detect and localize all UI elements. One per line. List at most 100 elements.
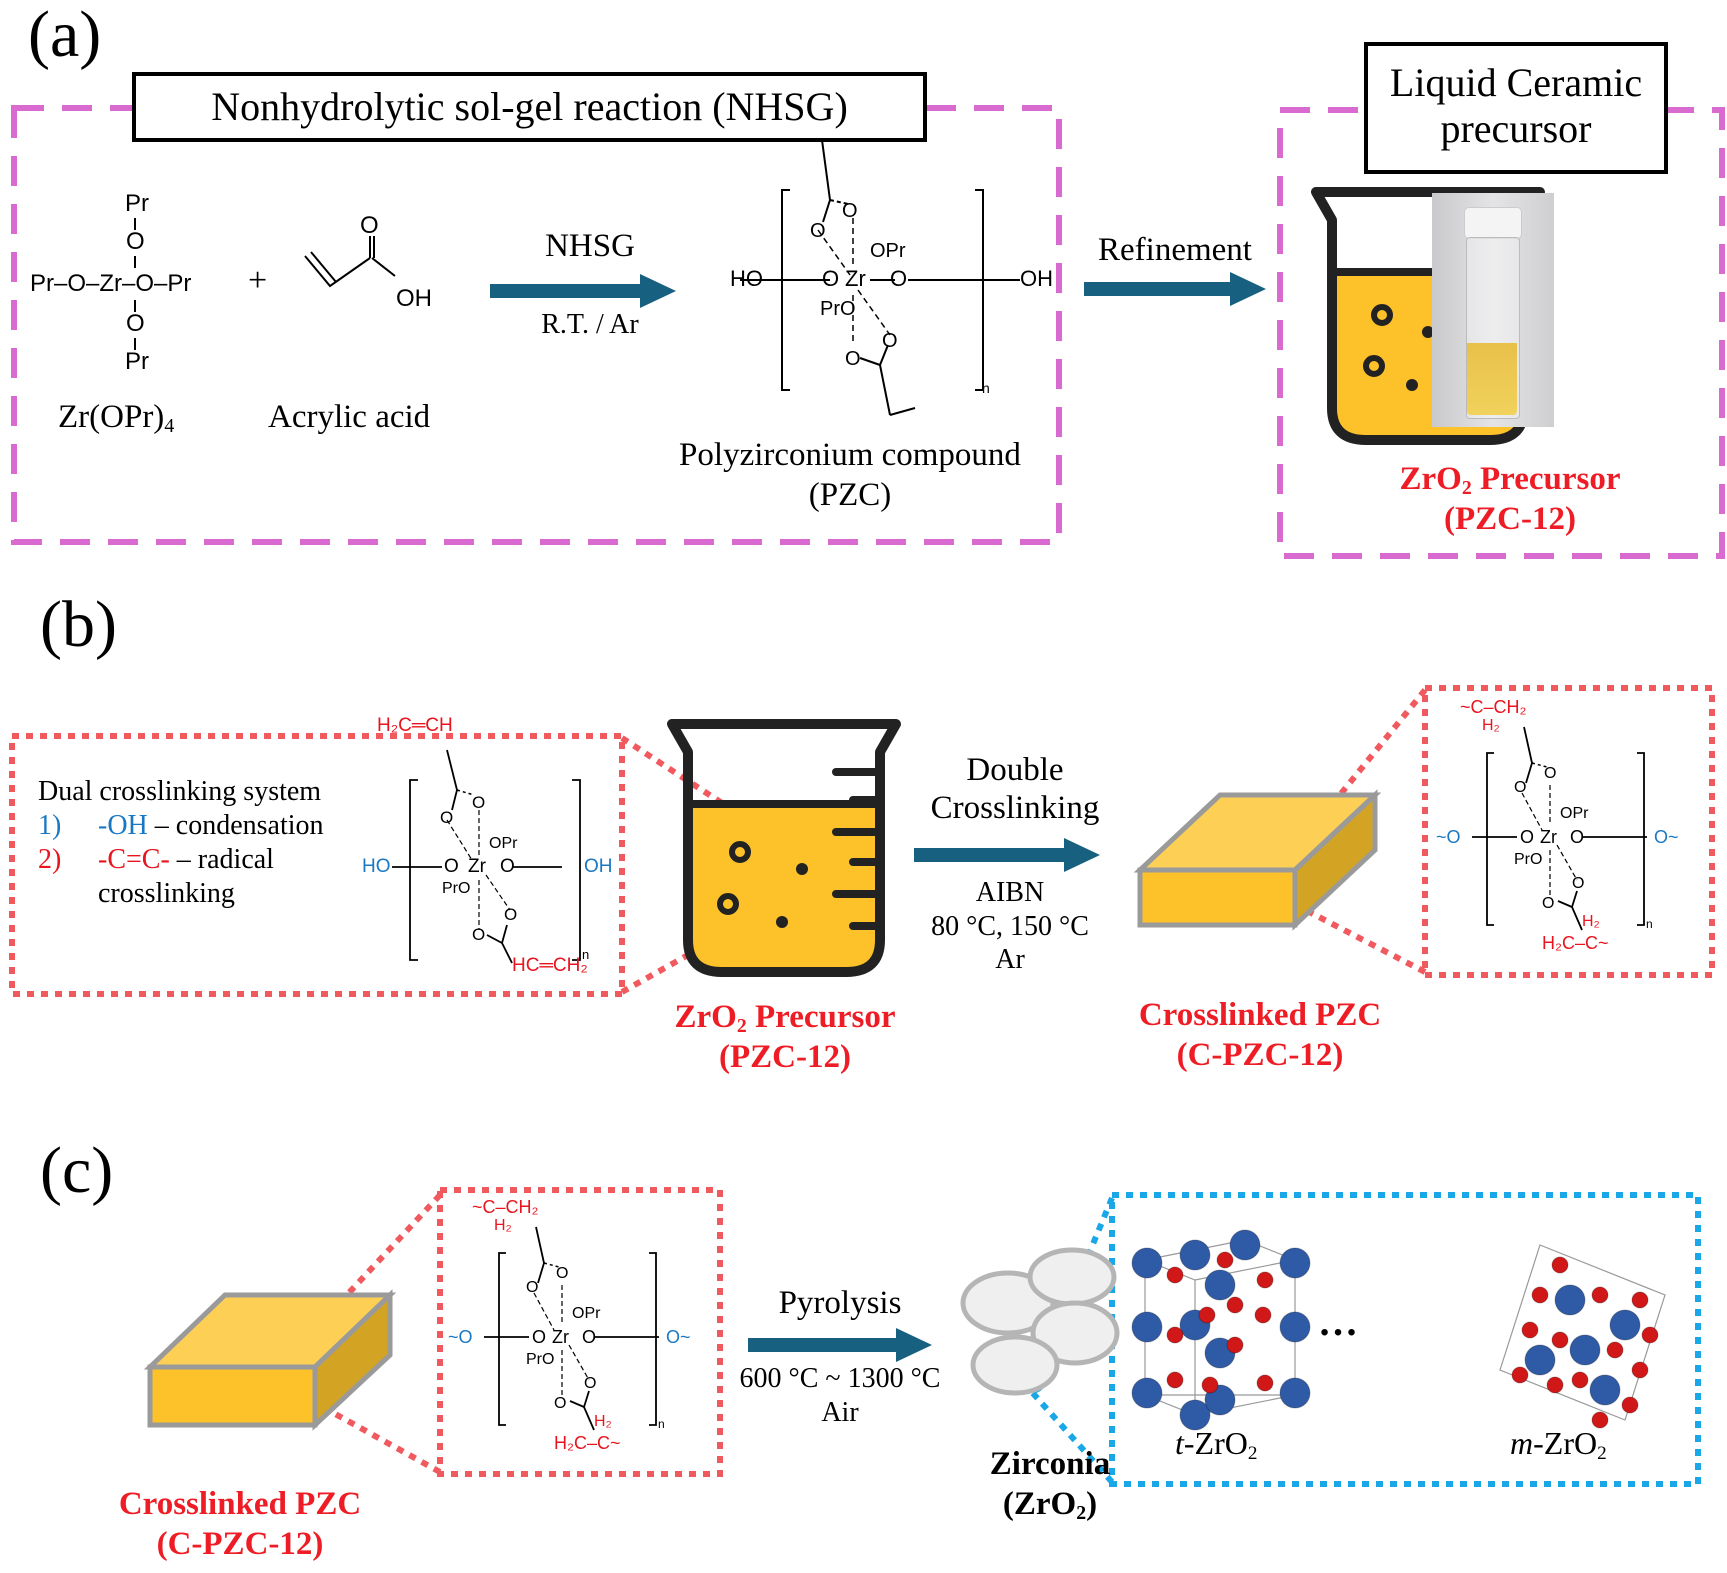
inset-o-bot: O bbox=[504, 905, 518, 924]
t-zro2-label: t-ZrO2 bbox=[1175, 1425, 1258, 1464]
pzc-opr: OPr bbox=[870, 240, 906, 262]
x-o-left: O bbox=[1520, 827, 1535, 847]
liquid-ceramic-title-1: Liquid Ceramic bbox=[1389, 60, 1643, 105]
zirconia-phases-frame bbox=[1109, 1192, 1701, 1487]
chain-bottom: H₂C–C~ bbox=[1542, 933, 1609, 953]
o-atom bbox=[1641, 1326, 1659, 1344]
link-o-right: O~ bbox=[1654, 827, 1679, 847]
zr-opr4-label: Zr(OPr)4 bbox=[58, 399, 175, 437]
link-o-left: ~O bbox=[1436, 827, 1461, 847]
pyrolysis-conditions: 600 °C ~ 1300 °C Air bbox=[739, 1363, 941, 1428]
c-o-top: O bbox=[556, 1265, 569, 1282]
inset-n: n bbox=[582, 947, 590, 962]
nhsg-title-box: Nonhydrolytic sol-gel reaction (NHSG) bbox=[132, 72, 927, 142]
pzc-ho: HO bbox=[730, 266, 763, 291]
pzc-zr: Zr bbox=[845, 266, 866, 291]
pzc-n: n bbox=[982, 380, 990, 396]
zr-atom bbox=[1204, 1269, 1236, 1301]
chain-top: ~C–CH₂ bbox=[1460, 697, 1527, 717]
crosslink-item-1: 1)-OH – condensation bbox=[38, 810, 324, 842]
c-o-bot: O bbox=[584, 1375, 597, 1392]
liquid-ceramic-title-2: precursor bbox=[1440, 106, 1592, 151]
x-o-right: O bbox=[1570, 827, 1585, 847]
o-atom bbox=[1571, 1371, 1589, 1389]
crosslinked-pzc-block-c bbox=[143, 1289, 397, 1431]
o-atom bbox=[1591, 1286, 1609, 1304]
c-o-bot2: O bbox=[554, 1395, 567, 1412]
o-bottom: O bbox=[126, 310, 145, 337]
zr-atom bbox=[1131, 1311, 1163, 1343]
zr-atom bbox=[1131, 1247, 1163, 1279]
x-n: n bbox=[1646, 917, 1653, 931]
o-atom bbox=[1631, 1361, 1649, 1379]
zr-row: Pr–O–Zr–O–Pr bbox=[30, 270, 192, 297]
o-atom bbox=[1551, 1331, 1569, 1349]
nhsg-conditions: R.T. / Ar bbox=[541, 309, 639, 340]
o-atom bbox=[1216, 1251, 1234, 1269]
o-atom bbox=[1254, 1306, 1272, 1324]
c-pro: PrO bbox=[526, 1351, 555, 1368]
zr-atom bbox=[1554, 1284, 1586, 1316]
o-atom bbox=[1166, 1266, 1184, 1284]
zr-atom bbox=[1279, 1247, 1311, 1279]
o-atom bbox=[1198, 1306, 1216, 1324]
pzc-o-right: O bbox=[890, 266, 908, 291]
o-atom bbox=[1551, 1256, 1569, 1274]
pzc-label: Polyzirconium compound (PZC) bbox=[679, 437, 1021, 513]
zr-atom bbox=[1131, 1377, 1163, 1409]
inset-o-left: O bbox=[444, 856, 459, 877]
zr-atom bbox=[1589, 1374, 1621, 1406]
pzc-oh: OH bbox=[1020, 266, 1053, 291]
pr-top: Pr bbox=[125, 190, 149, 217]
o-atom bbox=[1631, 1291, 1649, 1309]
zr-atom bbox=[1609, 1309, 1641, 1341]
o-atom bbox=[1256, 1374, 1274, 1392]
crosslinked-structure-b: ~C–CH₂ H₂ ~O O Zr O O~ OPr PrO O O O O n… bbox=[1432, 695, 1707, 970]
zr-atom bbox=[1569, 1334, 1601, 1366]
c-o-left: O bbox=[532, 1327, 547, 1347]
beaker-icon-b bbox=[667, 719, 901, 977]
vial-cap bbox=[1464, 207, 1522, 239]
c-link-o-left: ~O bbox=[448, 1327, 473, 1347]
pzc-structure: HO O Zr O OH OPr PrO O O O O n bbox=[730, 139, 1053, 416]
c-o-right: O bbox=[582, 1327, 597, 1347]
x-opr: OPr bbox=[1560, 805, 1589, 822]
x-pro: PrO bbox=[1514, 851, 1543, 868]
c-link-o-right: O~ bbox=[666, 1327, 691, 1347]
o-atom bbox=[1606, 1341, 1624, 1359]
nhsg-arrow bbox=[490, 274, 676, 308]
crosslink-item-2-cont: crosslinking bbox=[98, 878, 235, 910]
x-zr: Zr bbox=[1540, 827, 1557, 847]
o-atom bbox=[1546, 1376, 1564, 1394]
zro2-precursor-caption-b: ZrO2 Precursor (PZC-12) bbox=[674, 999, 896, 1075]
acrylic-oh: OH bbox=[396, 285, 432, 312]
pzc-o-bot2: O bbox=[845, 348, 861, 370]
inset-ho: HO bbox=[362, 856, 391, 877]
inset-o-bot2: O bbox=[472, 925, 486, 944]
panel-a-label: (a) bbox=[28, 0, 102, 71]
zr-atom bbox=[1279, 1311, 1311, 1343]
c-n: n bbox=[658, 1417, 665, 1431]
zro2-precursor-caption-a: ZrO2 Precursor (PZC-12) bbox=[1399, 461, 1621, 537]
zr-atom bbox=[1179, 1399, 1211, 1431]
zirconia-caption: Zirconia (ZrO2) bbox=[989, 1446, 1111, 1524]
chain-top-h2: H₂ bbox=[1482, 717, 1500, 734]
vinyl-bottom: HC═CH₂ bbox=[512, 955, 588, 976]
o-atom bbox=[1201, 1376, 1219, 1394]
c-zr: Zr bbox=[552, 1327, 569, 1347]
x-o-bot2: O bbox=[1542, 895, 1555, 912]
zr-opr4-structure: Pr O Pr–O–Zr–O–Pr O Pr bbox=[30, 190, 240, 380]
panel-b-label: (b) bbox=[40, 588, 117, 661]
crosslinked-pzc-caption-b: Crosslinked PZC (C-PZC-12) bbox=[1138, 997, 1382, 1073]
o-atom bbox=[1226, 1336, 1244, 1354]
x-o-top: O bbox=[1544, 765, 1557, 782]
panel-c-label: (c) bbox=[40, 1134, 114, 1207]
inset-pro: PrO bbox=[442, 880, 471, 897]
crosslinked-inset-frame-c bbox=[437, 1187, 723, 1477]
plus-sign: + bbox=[248, 262, 268, 299]
inset-o-top: O bbox=[472, 793, 486, 812]
o-atom bbox=[1226, 1296, 1244, 1314]
o-top: O bbox=[126, 228, 145, 255]
inset-zr: Zr bbox=[468, 856, 486, 877]
crosslinked-structure-c: ~C–CH₂ H₂ ~O O Zr O O~ OPr PrO O O O O n… bbox=[444, 1195, 719, 1470]
